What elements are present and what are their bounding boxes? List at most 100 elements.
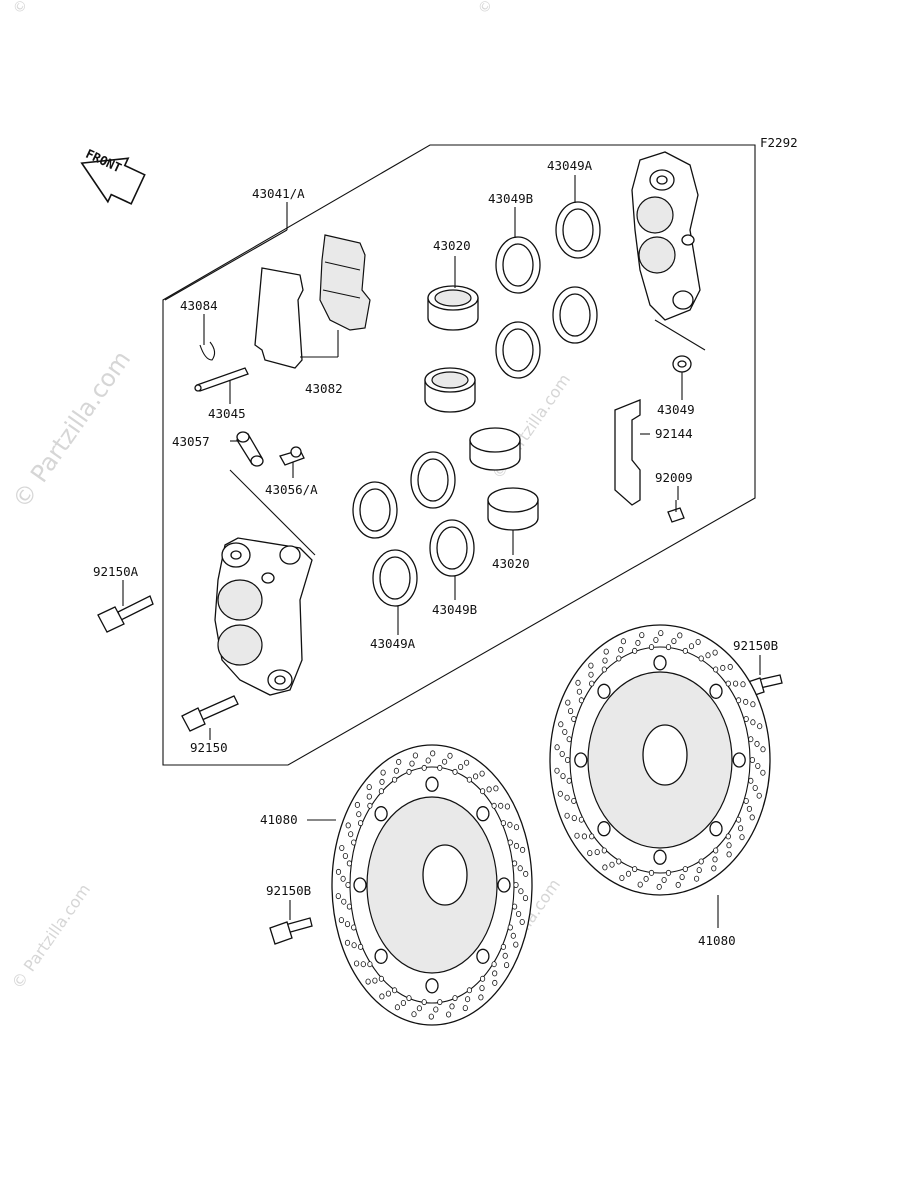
drill-hole	[566, 777, 572, 784]
drill-hole	[492, 979, 498, 986]
drill-hole	[493, 785, 499, 792]
drill-hole	[357, 820, 364, 827]
part-label[interactable]: 92150B	[733, 638, 778, 653]
drill-hole	[752, 785, 758, 792]
drill-hole	[602, 657, 608, 664]
drill-hole	[513, 842, 520, 849]
drill-hole	[479, 770, 485, 777]
part-label[interactable]: 92150A	[93, 564, 139, 579]
part-label[interactable]: 43049B	[488, 191, 533, 206]
part-label[interactable]: 43056/A	[265, 482, 318, 497]
brake-pads	[254, 234, 371, 369]
part-label[interactable]: 43041/A	[252, 186, 305, 201]
drill-hole	[564, 757, 571, 764]
watermark-large: © Partzilla.com	[7, 346, 136, 514]
drill-hole	[653, 637, 659, 644]
part-label[interactable]: 41080	[260, 812, 298, 827]
drill-hole	[750, 719, 756, 726]
drill-hole	[735, 697, 742, 704]
part-label[interactable]: 43020	[433, 238, 471, 253]
drill-hole	[735, 816, 742, 823]
drill-hole	[682, 647, 688, 654]
part-labels: 43041/A 43084 43082 43045 43057 43056/A …	[93, 158, 778, 948]
drill-hole	[740, 681, 746, 688]
part-label[interactable]: 43084	[180, 298, 218, 313]
bolts	[97, 595, 783, 945]
drill-hole	[478, 994, 484, 1001]
drill-hole	[412, 752, 418, 759]
drill-hole	[696, 867, 702, 874]
drill-hole	[725, 680, 731, 687]
carrier-button	[709, 683, 723, 699]
carrier-button	[476, 806, 490, 822]
drill-hole	[571, 815, 577, 822]
drill-hole	[760, 769, 766, 776]
drill-hole	[491, 961, 497, 968]
drill-hole	[671, 638, 677, 645]
drill-hole	[357, 943, 364, 950]
drill-hole	[756, 792, 762, 799]
carrier-button	[497, 877, 511, 893]
carrier-button	[732, 752, 746, 768]
part-label[interactable]: 92009	[655, 470, 693, 485]
drill-hole	[400, 1000, 406, 1007]
drill-hole	[675, 881, 681, 888]
drill-hole	[601, 847, 607, 854]
drill-hole	[705, 652, 711, 659]
drill-hole	[341, 898, 347, 905]
part-label[interactable]: 43082	[305, 381, 343, 396]
drill-hole	[748, 777, 754, 784]
carrier-button	[374, 806, 388, 822]
drill-hole	[588, 671, 594, 678]
part-label[interactable]: 92150	[190, 740, 228, 755]
drill-hole	[340, 875, 346, 882]
drill-hole	[564, 794, 570, 801]
drill-hole	[445, 1011, 452, 1018]
disc-left	[331, 744, 533, 1026]
drill-hole	[511, 860, 518, 867]
part-label[interactable]: 43049A	[547, 158, 593, 173]
drill-hole	[594, 849, 600, 856]
drill-hole	[498, 802, 504, 809]
drill-hole	[421, 999, 427, 1006]
drill-hole	[518, 888, 524, 895]
part-label[interactable]: 92144	[655, 426, 693, 441]
diagram-code: F2292	[760, 135, 798, 150]
drill-hole	[588, 662, 594, 669]
part-label[interactable]: 92150B	[266, 883, 311, 898]
drill-hole	[567, 708, 574, 715]
drill-hole	[335, 893, 341, 900]
drill-hole	[391, 987, 398, 994]
drill-hole	[507, 821, 513, 828]
carrier-button	[425, 978, 439, 994]
drill-hole	[452, 995, 458, 1002]
drill-hole	[693, 875, 700, 882]
drill-hole	[564, 812, 570, 819]
part-label[interactable]: 43020	[492, 556, 530, 571]
drill-hole	[554, 767, 560, 774]
part-label[interactable]: 43049A	[370, 636, 416, 651]
drill-hole	[433, 1006, 439, 1013]
part-label[interactable]: 43049	[657, 402, 695, 417]
drill-hole	[589, 833, 595, 840]
drill-hole	[502, 952, 508, 959]
drill-hole	[511, 903, 518, 910]
drill-hole	[656, 883, 662, 890]
carrier-button	[574, 752, 588, 768]
drill-hole	[366, 784, 372, 791]
drill-hole	[391, 776, 398, 783]
carrier-button	[709, 821, 723, 837]
part-label[interactable]: 43045	[208, 406, 246, 421]
drill-hole	[618, 646, 624, 653]
drill-hole	[557, 790, 563, 797]
drill-hole	[507, 839, 513, 846]
part-label[interactable]: 43057	[172, 434, 210, 449]
watermark-top-left: © Partzilla.com	[10, 0, 85, 17]
part-label[interactable]: 43049B	[432, 602, 477, 617]
drill-hole	[464, 996, 471, 1003]
drill-hole	[519, 919, 525, 926]
drill-hole	[515, 911, 522, 918]
part-label[interactable]: 41080	[698, 933, 736, 948]
drill-hole	[353, 960, 360, 967]
drill-hole	[411, 1011, 417, 1018]
